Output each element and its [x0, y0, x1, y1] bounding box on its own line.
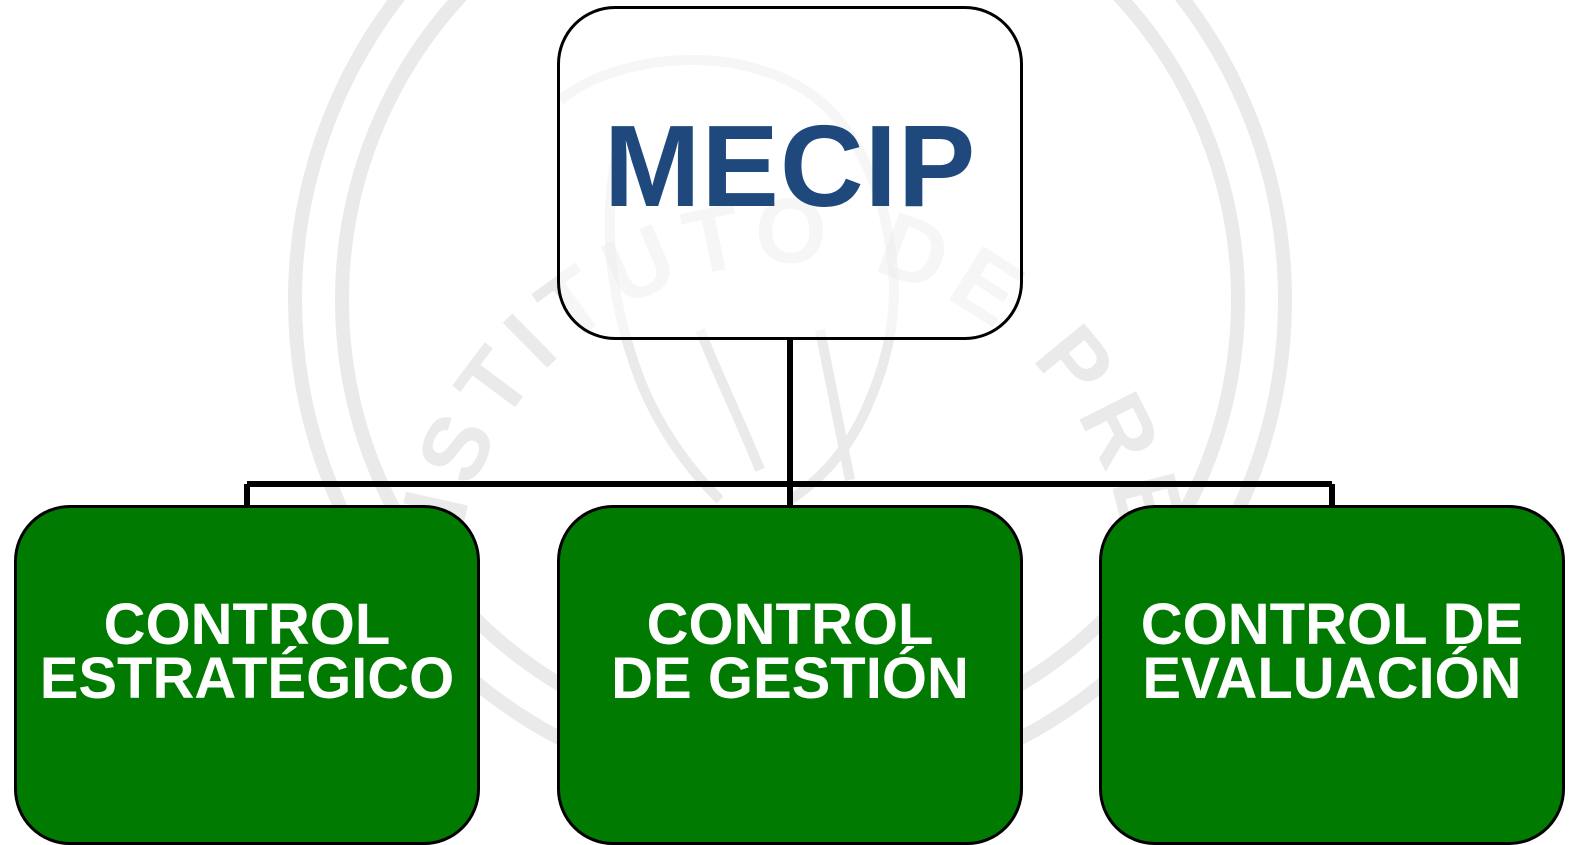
node-control-de-gestion: CONTROL DE GESTIÓN	[557, 505, 1023, 845]
node-label: CONTROL ESTRATÉGICO	[39, 592, 455, 711]
node-label: CONTROL DE GESTIÓN	[611, 592, 969, 711]
node-control-estrategico: CONTROL ESTRATÉGICO	[14, 505, 480, 845]
node-label: CONTROL DE EVALUACIÓN	[1140, 592, 1524, 711]
node-control-de-evaluacion: CONTROL DE EVALUACIÓN	[1099, 505, 1565, 845]
root-node-label: MECIP	[603, 101, 977, 231]
root-node-mecip: MECIP	[557, 6, 1023, 340]
